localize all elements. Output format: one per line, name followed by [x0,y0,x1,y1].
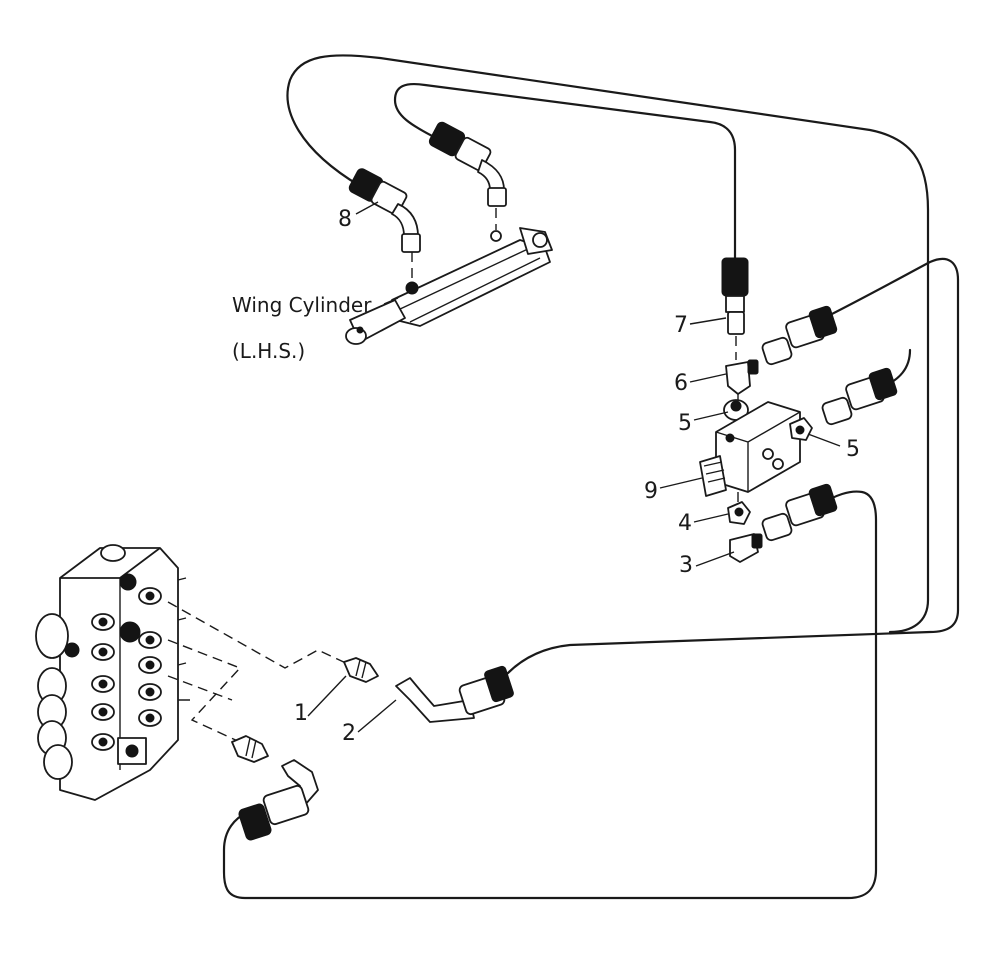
leader-5a [693,411,729,421]
hose-right-upper [503,257,960,678]
leader-8 [355,201,379,215]
callout-5-right: 5 [846,437,860,462]
adapter-part-1-upper [343,657,379,683]
elbow-fitting-part-3 [729,533,763,563]
hose-end-lower-right [761,483,838,542]
dashed-port-link-upper [167,601,351,669]
hose-end-middle-right [821,367,898,426]
leader-3 [695,551,735,567]
wing-cylinder-lhs [345,227,553,345]
leader-4 [693,513,729,523]
hose-end-upper-right [761,305,838,366]
wing-cylinder-label: Wing Cylinder [232,293,372,317]
hose-end-part-7 [721,257,749,335]
callout-6: 6 [674,371,688,396]
wing-cylinder-side-label: (L.H.S.) [232,339,305,363]
leader-9 [659,477,703,489]
callout-4: 4 [678,511,692,536]
dashed-port-link-lower [167,675,233,701]
callout-5-top: 5 [678,411,692,436]
leader-1 [307,675,347,717]
hose-cylinder-to-valve-top [393,83,737,260]
control-valve-bank [35,544,190,801]
adapter-part-5-top [723,399,749,421]
callout-1: 1 [294,701,308,726]
adapter-part-5-right [789,417,813,441]
callout-3: 3 [679,553,693,578]
leader-2 [357,699,397,733]
callout-2: 2 [342,721,356,746]
adapter-part-1-lower [231,735,269,763]
callout-7: 7 [674,313,688,338]
leader-7 [689,317,727,325]
callout-9: 9 [644,479,658,504]
callout-8: 8 [338,207,352,232]
elbow-fitting-part-8 [348,168,421,253]
leader-5b [807,433,841,447]
elbow-fitting-part-2-lower [238,759,319,841]
adapter-part-4 [727,501,751,525]
elbow-fitting-part-2-upper [395,665,514,723]
valve-block-part-9 [699,401,801,497]
leader-6 [689,373,727,383]
elbow-fitting-cylinder-rod-end [428,121,507,207]
hose-lower-loop [222,490,878,900]
leader-wing-cylinder [383,297,399,305]
tee-fitting-part-6 [725,359,759,402]
hose-outer-loop [286,54,930,634]
